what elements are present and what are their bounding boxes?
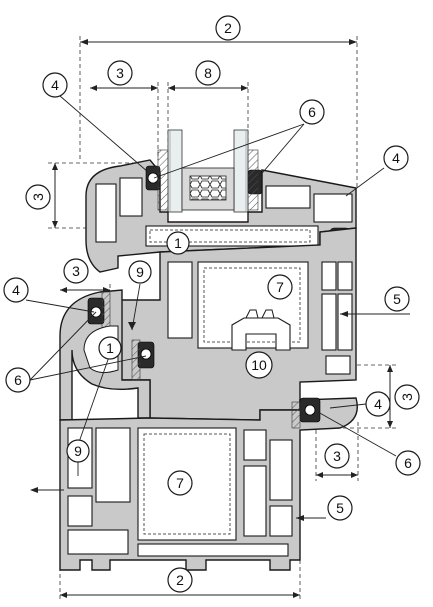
frame-profile [119, 227, 357, 421]
callout-3-left-vertical: 3 [25, 184, 51, 210]
callout-4-left: 4 [3, 277, 29, 303]
callout-1-mid: 1 [98, 336, 122, 360]
callout-6-left: 6 [5, 367, 31, 393]
callout-3-bottom-right: 3 [324, 443, 350, 469]
svg-text:6: 6 [404, 455, 412, 471]
svg-text:6: 6 [14, 372, 22, 388]
svg-text:3: 3 [399, 393, 415, 401]
svg-text:3: 3 [116, 65, 124, 81]
svg-text:3: 3 [72, 263, 80, 279]
svg-text:3: 3 [30, 193, 46, 201]
callout-2-top: 2 [215, 15, 241, 41]
callout-7-bottom: 7 [167, 470, 193, 496]
svg-text:4: 4 [374, 396, 382, 412]
callout-3-right-vertical: 3 [394, 384, 420, 410]
svg-text:7: 7 [276, 279, 284, 295]
svg-text:10: 10 [251, 357, 267, 373]
callout-4-top-left: 4 [42, 72, 68, 98]
svg-text:5: 5 [393, 291, 401, 307]
svg-text:9: 9 [74, 443, 82, 459]
callout-1-top: 1 [166, 231, 190, 255]
svg-text:8: 8 [204, 65, 212, 81]
callout-4-right-bottom: 4 [365, 391, 391, 417]
callout-6-top: 6 [299, 99, 325, 125]
svg-text:2: 2 [176, 572, 184, 588]
svg-text:1: 1 [174, 235, 182, 251]
svg-text:4: 4 [392, 150, 400, 166]
leader-lines [25, 95, 410, 521]
callout-7-top: 7 [267, 274, 293, 300]
callout-4-right-top: 4 [383, 145, 409, 171]
svg-text:4: 4 [51, 77, 59, 93]
callout-2-bottom: 2 [167, 567, 193, 593]
callout-8: 8 [195, 60, 221, 86]
callout-5-top: 5 [384, 286, 410, 312]
callout-10: 10 [245, 351, 273, 379]
svg-text:7: 7 [176, 475, 184, 491]
insulated-glass-unit [167, 129, 249, 213]
callout-6-bottom-right: 6 [395, 450, 421, 476]
callout-9-top: 9 [128, 260, 152, 284]
callout-5-bottom: 5 [327, 495, 353, 521]
svg-text:5: 5 [336, 500, 344, 516]
svg-text:9: 9 [136, 264, 144, 280]
svg-text:6: 6 [308, 104, 316, 120]
callout-3-top: 3 [107, 60, 133, 86]
callout-3-mid-left: 3 [63, 258, 89, 284]
svg-text:1: 1 [106, 340, 114, 356]
bottom-frame-profile [59, 397, 358, 571]
svg-text:2: 2 [224, 20, 232, 36]
svg-text:4: 4 [12, 282, 20, 298]
svg-text:3: 3 [333, 448, 341, 464]
callout-9-bottom: 9 [66, 439, 90, 463]
